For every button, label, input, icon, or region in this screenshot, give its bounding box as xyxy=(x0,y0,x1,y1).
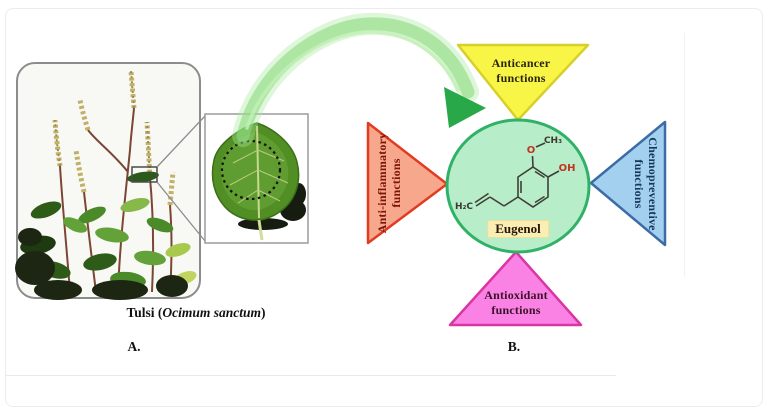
chemopreventive-label: Chemopreventive functions xyxy=(632,137,660,231)
methoxy-oxygen-atom: O xyxy=(526,145,536,156)
hydroxyl-group-label: OH xyxy=(558,163,576,174)
plant-caption: Tulsi (Ocimum sanctum) xyxy=(126,305,266,320)
anticancer-label: Anticancer functions xyxy=(491,56,551,85)
extraction-arrow xyxy=(232,12,486,147)
allyl-terminal-label: H₂C xyxy=(454,202,474,212)
eugenol-structure xyxy=(474,142,560,208)
antioxidant-triangle xyxy=(448,250,583,327)
antioxidant-label: Antioxidant functions xyxy=(484,288,548,317)
chemopreventive-triangle xyxy=(589,120,667,247)
tulsi-plant-illustration xyxy=(15,70,197,300)
callout-line-top xyxy=(156,115,206,168)
panel-b-label: B. xyxy=(507,339,521,354)
methyl-group-label: CH₃ xyxy=(543,136,563,146)
species-name: Ocimum sanctum xyxy=(162,305,262,320)
panel-a-label: A. xyxy=(127,339,141,354)
eugenol-label: Eugenol xyxy=(487,220,549,238)
leaf-dotted-circle xyxy=(220,139,282,201)
bottom-divider-line xyxy=(6,375,616,376)
anti-inflammatory-triangle xyxy=(366,121,449,245)
anti-inflammatory-label: Anti-inflammatory functions xyxy=(375,132,403,234)
leaf-stem xyxy=(257,219,264,241)
callout-line-bottom xyxy=(156,181,206,242)
anticancer-triangle xyxy=(456,43,590,122)
leaf-photo xyxy=(204,113,309,244)
leaf-callout-rect xyxy=(131,166,158,183)
tulsi-plant-photo xyxy=(15,62,206,300)
page-edge-line xyxy=(684,33,685,277)
arrowhead xyxy=(444,87,486,128)
